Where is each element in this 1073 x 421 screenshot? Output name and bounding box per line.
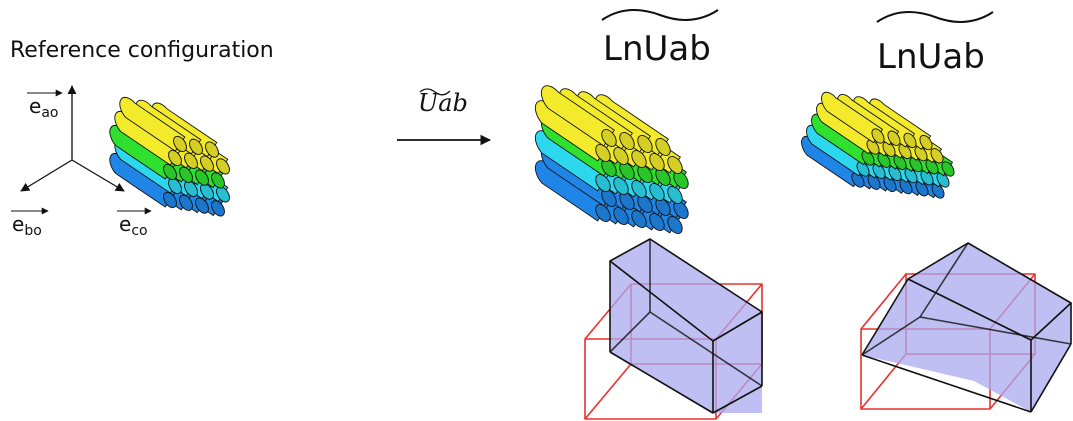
cylinder	[109, 152, 177, 209]
axis-c-label: eco	[117, 207, 152, 239]
panel-2-deformed-box	[861, 242, 1072, 413]
panel-2-title: LnUab	[877, 37, 985, 77]
svg-text:eao: eao	[29, 94, 58, 121]
cylinder	[119, 96, 187, 153]
axis-a-label: eao	[27, 89, 63, 121]
reference-axes	[20, 85, 125, 192]
reference-cylinder-stack	[109, 96, 230, 217]
cylinder	[806, 124, 870, 177]
tilde-mark	[419, 88, 451, 96]
cylinder	[534, 160, 611, 222]
reference-title: Reference configuration	[10, 38, 274, 63]
svg-text:ebo: ebo	[12, 212, 42, 239]
axis-c-arrow	[71, 159, 125, 192]
cylinder	[821, 91, 885, 144]
cylinder	[540, 85, 617, 147]
transformation-label: Uab	[418, 89, 468, 117]
axis-b-arrow	[20, 159, 73, 192]
panel-1-deformed-box	[609, 238, 763, 414]
transformation-arrow: Uab	[397, 88, 492, 146]
panel-1-title: LnUab	[603, 29, 711, 69]
svg-text:eco: eco	[119, 212, 148, 239]
axis-b-label: ebo	[11, 207, 49, 239]
panel-1-cylinder-stack	[534, 85, 689, 234]
panel-2-cylinder-stack	[801, 91, 955, 199]
panel-1-heading: LnUab	[601, 9, 719, 69]
panel-2-deformation-box	[860, 242, 1072, 413]
panel-1-deformation-box	[584, 238, 763, 420]
panel-2-heading: LnUab	[876, 11, 994, 77]
cylinder	[109, 124, 177, 181]
